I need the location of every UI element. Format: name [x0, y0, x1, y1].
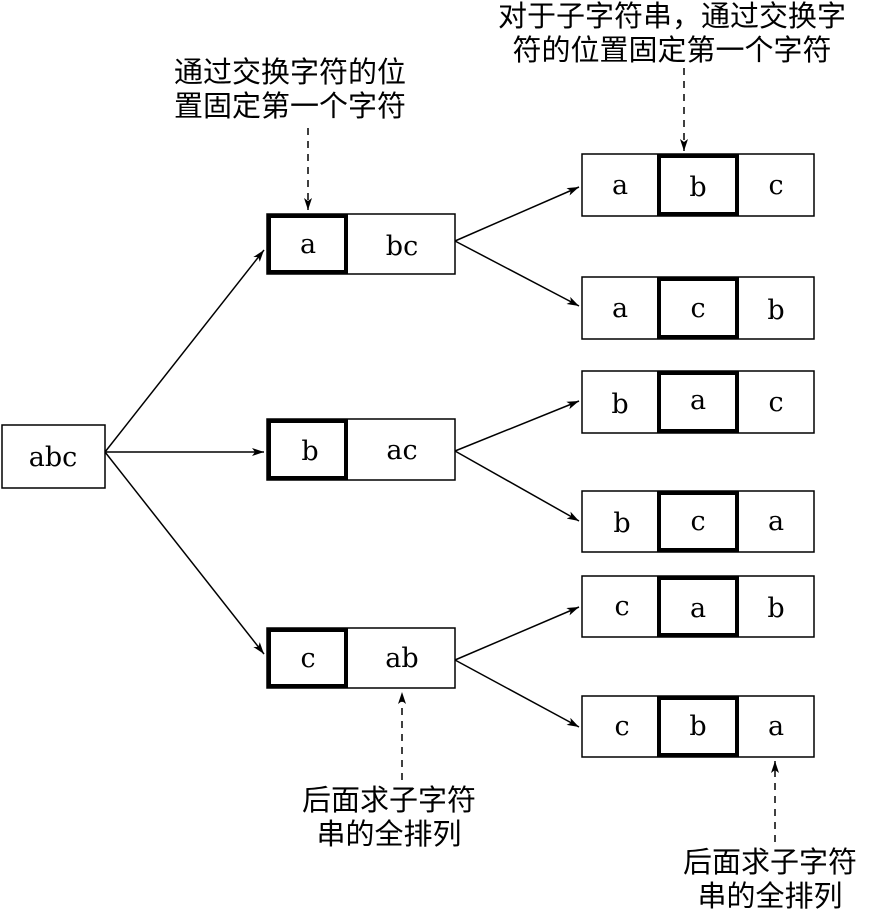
level2-char: c — [690, 293, 705, 324]
edge-b-to-bca — [454, 450, 580, 522]
level2-char: c — [768, 387, 783, 418]
edge-c-to-cab — [454, 606, 580, 661]
annotation-line: 通过交换字符的位 — [174, 55, 406, 89]
annotation-sub-perm-right: 后面求子字符 串的全排列 — [683, 845, 857, 913]
level2-char: b — [611, 389, 628, 420]
level2-node-cab: c a b — [581, 575, 815, 638]
level2-node-bca: b c a — [581, 490, 815, 553]
level1-fixed-char: b — [301, 436, 318, 467]
edge-root-to-c — [104, 451, 265, 655]
annotation-line: 串的全排列 — [316, 817, 461, 851]
level1-node-b: b ac — [266, 418, 456, 481]
annotation-pointers — [304, 68, 779, 842]
edge-root-to-a — [104, 249, 265, 453]
level2-char: c — [614, 711, 629, 742]
annotation-line: 对于子字符串，通过交换字 — [498, 0, 846, 33]
level2-char: b — [689, 711, 706, 742]
edge-a-to-abc — [454, 186, 580, 242]
annotation-sub-perm-middle: 后面求子字符 串的全排列 — [302, 783, 476, 851]
level2-node-abc: a b c — [581, 153, 815, 217]
level2-char: c — [690, 506, 705, 537]
root-label: abc — [29, 442, 78, 473]
edge-a-to-acb — [454, 240, 580, 307]
level2-char: b — [613, 508, 630, 539]
level2-char: c — [614, 591, 629, 622]
annotation-line: 后面求子字符 — [683, 845, 857, 879]
level1-edges — [454, 186, 580, 728]
level2-node-cba: c b a — [581, 695, 815, 758]
level2-char: a — [768, 711, 784, 742]
level1-fixed-char: a — [300, 229, 316, 260]
level2-char: a — [612, 170, 628, 201]
level2-char: b — [767, 295, 784, 326]
annotation-line: 后面求子字符 — [302, 783, 476, 817]
annotation-line: 符的位置固定第一个字符 — [512, 33, 831, 67]
level2-char: a — [690, 385, 706, 416]
edge-b-to-bac — [454, 400, 580, 452]
level2-char: a — [612, 293, 628, 324]
root-edges — [104, 249, 265, 655]
level1-node-a: a bc — [266, 213, 456, 275]
level1-node-c: c ab — [266, 627, 456, 689]
level1-rest-chars: ab — [385, 643, 418, 674]
level1-fixed-char: c — [300, 643, 315, 674]
annotation-line: 串的全排列 — [697, 879, 842, 913]
annotation-sub-fix-first: 对于子字符串，通过交换字 符的位置固定第一个字符 — [498, 0, 846, 67]
annotation-fix-first: 通过交换字符的位 置固定第一个字符 — [174, 55, 406, 123]
level1-rest-chars: ac — [386, 435, 417, 466]
level2-char: b — [767, 593, 784, 624]
edge-c-to-cba — [454, 659, 580, 728]
level2-node-bac: b a c — [581, 370, 815, 434]
level2-char: a — [768, 506, 784, 537]
level2-char: b — [689, 172, 706, 203]
level2-char: c — [768, 170, 783, 201]
root-node: abc — [1, 424, 106, 489]
annotation-line: 置固定第一个字符 — [174, 89, 406, 123]
level1-rest-chars: bc — [386, 231, 418, 262]
level2-char: a — [690, 593, 706, 624]
level2-node-acb: a c b — [581, 276, 815, 340]
